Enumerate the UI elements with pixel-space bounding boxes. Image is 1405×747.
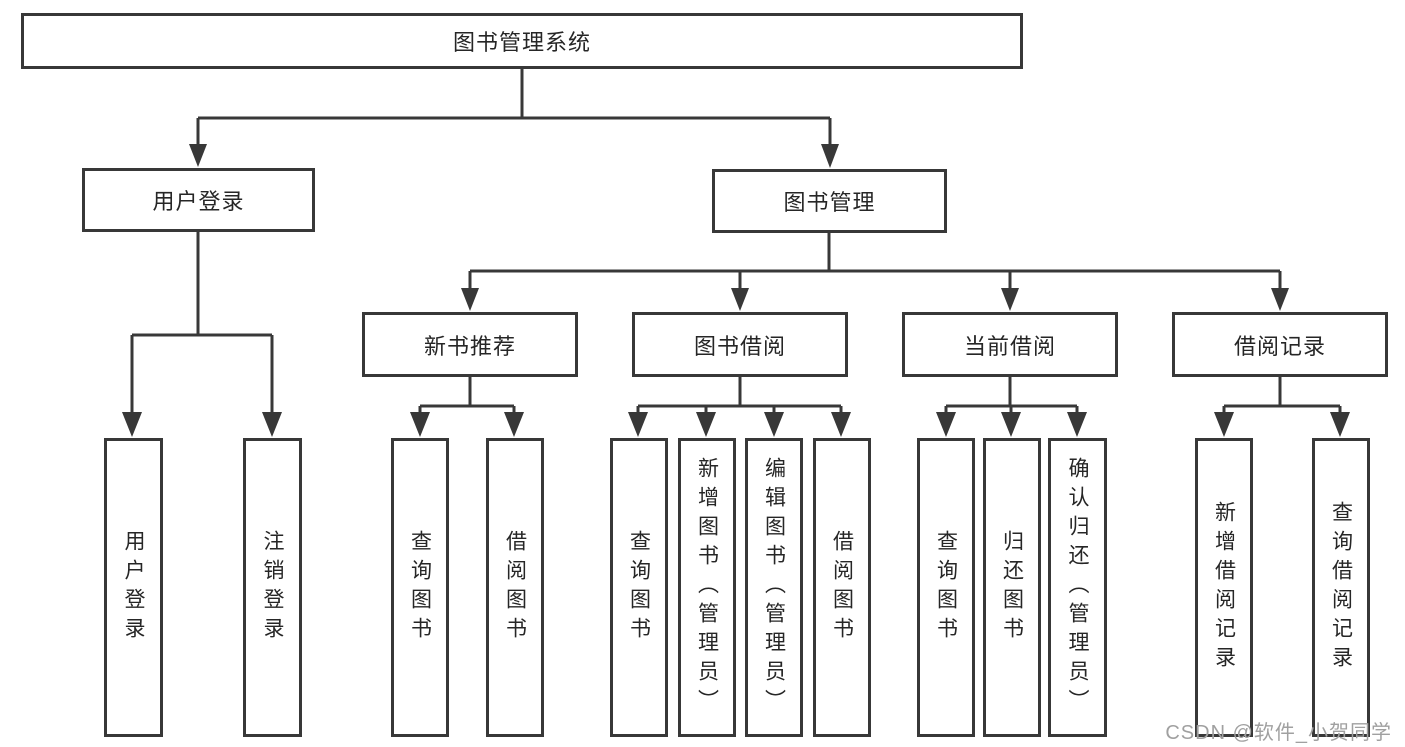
leaf-borrow-books-1: 借阅图书	[486, 438, 544, 737]
node-library-management-system: 图书管理系统	[21, 13, 1023, 69]
arrowhead	[122, 412, 142, 437]
leaf-query-books-3: 查询图书	[917, 438, 975, 737]
node-label: 编辑图书（管理员）	[762, 457, 786, 718]
arrowhead	[189, 144, 207, 167]
arrowhead	[410, 412, 430, 437]
node-label: 用户登录	[122, 529, 145, 646]
node-new-book-recommend: 新书推荐	[362, 312, 578, 377]
leaf-query-books-1: 查询图书	[391, 438, 449, 737]
leaf-logout: 注销登录	[243, 438, 302, 737]
node-book-borrowing: 图书借阅	[632, 312, 848, 377]
arrowhead	[1001, 412, 1021, 437]
arrowhead	[821, 144, 839, 168]
arrowhead	[504, 412, 524, 437]
node-label: 借阅图书	[503, 529, 527, 646]
node-label: 归还图书	[1000, 529, 1024, 646]
arrowhead	[262, 412, 282, 437]
leaf-add-borrow-record: 新增借阅记录	[1195, 438, 1253, 737]
node-label: 借阅记录	[1233, 333, 1326, 359]
leaf-query-borrow-record: 查询借阅记录	[1312, 438, 1370, 737]
leaf-query-books-2: 查询图书	[610, 438, 668, 737]
node-label: 当前借阅	[963, 333, 1056, 359]
node-borrowing-records: 借阅记录	[1172, 312, 1388, 377]
arrowhead	[831, 412, 851, 437]
arrowhead	[1330, 412, 1350, 437]
csdn-watermark: CSDN @软件_小贺同学	[1165, 722, 1392, 744]
arrowhead	[764, 412, 784, 437]
node-label: 查询图书	[934, 529, 958, 646]
arrowhead	[1271, 288, 1289, 311]
node-label: 新增借阅记录	[1212, 500, 1236, 675]
node-book-management: 图书管理	[712, 169, 947, 233]
arrowhead	[628, 412, 648, 437]
node-label: 图书借阅	[693, 333, 786, 359]
node-label: 图书管理	[783, 190, 876, 215]
arrowhead	[696, 412, 716, 437]
leaf-confirm-return-admin: 确认归还（管理员）	[1048, 438, 1107, 737]
arrowhead	[1001, 288, 1019, 311]
leaf-add-book-admin: 新增图书（管理员）	[678, 438, 736, 737]
node-label: 确认归还（管理员）	[1066, 457, 1089, 718]
arrowhead	[1214, 412, 1234, 437]
arrowhead	[1067, 412, 1087, 437]
node-label: 用户登录	[152, 189, 245, 214]
node-label: 查询图书	[408, 529, 432, 646]
node-user-login: 用户登录	[82, 168, 315, 232]
node-label: 查询图书	[627, 529, 651, 646]
arrowhead	[461, 288, 479, 311]
arrowhead	[731, 288, 749, 311]
node-label: 图书管理系统	[452, 30, 591, 55]
node-label: 借阅图书	[830, 529, 854, 646]
arrowhead	[936, 412, 956, 437]
node-label: 新书推荐	[423, 333, 516, 359]
node-label: 查询借阅记录	[1329, 500, 1353, 675]
leaf-borrow-books-2: 借阅图书	[813, 438, 871, 737]
leaf-edit-book-admin: 编辑图书（管理员）	[745, 438, 803, 737]
node-current-borrowing: 当前借阅	[902, 312, 1118, 377]
leaf-user-login: 用户登录	[104, 438, 163, 737]
node-label: 注销登录	[261, 529, 284, 646]
node-label: 新增图书（管理员）	[695, 457, 719, 718]
leaf-return-books: 归还图书	[983, 438, 1041, 737]
